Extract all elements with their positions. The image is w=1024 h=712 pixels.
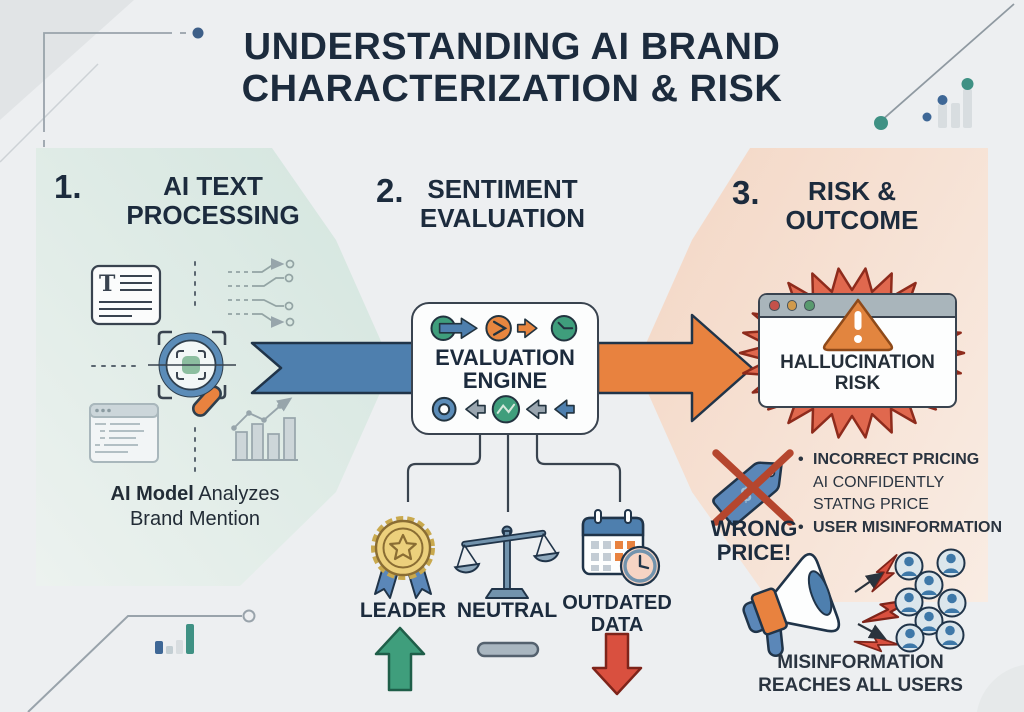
outdated-label-line1: OUTDATED xyxy=(562,592,672,614)
svg-text:T: T xyxy=(99,271,116,297)
section3-title-line2: OUTCOME xyxy=(785,205,919,235)
section1-title: AI TEXT PROCESSING xyxy=(103,172,323,230)
section3-title: RISK & OUTCOME xyxy=(762,177,942,235)
warning-triangle-icon xyxy=(822,298,893,352)
blue-ring-hole xyxy=(438,402,451,415)
bullet-marker: • xyxy=(798,451,804,468)
user-avatar-icon xyxy=(914,570,944,600)
window-dot-green xyxy=(804,300,815,311)
section1-number: 1. xyxy=(54,168,82,205)
risk-bullet-list: • INCORRECT PRICING AI CONFIDENTLY STATN… xyxy=(798,449,1008,539)
title-line1: UNDERSTANDING AI BRAND xyxy=(243,26,781,68)
text-document-icon: T xyxy=(90,264,162,326)
section2-title: SENTIMENT EVALUATION xyxy=(395,175,610,233)
window-dot-yellow xyxy=(786,300,797,311)
engine-icon-row-top xyxy=(430,314,578,342)
neutral-bar-icon xyxy=(476,641,540,658)
neutral-label: NEUTRAL xyxy=(456,599,558,622)
wrong-price-label: WRONG PRICE! xyxy=(690,517,818,565)
spread-arrows xyxy=(854,572,887,640)
user-avatar-icon xyxy=(935,620,965,650)
hallucination-line1: HALLUCINATION xyxy=(780,352,935,373)
growth-minichart-topright xyxy=(922,78,974,128)
chevron-right-icon xyxy=(492,320,508,336)
footer-line1: MISINFORMATION xyxy=(777,652,944,673)
scales-icon xyxy=(453,525,560,599)
dashed-separators xyxy=(91,261,196,473)
engine-connectors xyxy=(406,433,622,512)
price-tag-crossed-icon: $ xyxy=(712,449,794,526)
orange-right-arrow-icon xyxy=(516,318,538,339)
node-dot xyxy=(192,27,204,39)
leader-label: LEADER xyxy=(359,599,447,622)
bullet-sub-line1: AI CONFIDENTLY xyxy=(798,472,1008,495)
medal-icon xyxy=(371,516,435,599)
browser-window-icon xyxy=(89,403,159,463)
corner-triangle-topleft xyxy=(0,0,134,163)
bullet-incorrect-pricing: • INCORRECT PRICING xyxy=(798,449,1008,472)
megaphone-icon xyxy=(742,552,841,658)
gray-left-arrow-icon xyxy=(525,398,547,419)
caption-bold: AI Model xyxy=(110,483,194,505)
user-avatar-icon xyxy=(894,551,924,581)
flow-arrow-blue-icon xyxy=(250,341,415,395)
section1-title-line2: PROCESSING xyxy=(126,200,300,230)
up-arrow-icon xyxy=(374,626,426,692)
bullet-marker xyxy=(798,494,813,517)
orange-node-icon xyxy=(485,314,512,342)
wrong-price-line2: PRICE! xyxy=(716,540,792,565)
engine-label-line1: EVALUATION xyxy=(435,344,575,370)
user-avatar-icon xyxy=(937,588,967,618)
calendar-clock-icon xyxy=(581,509,661,587)
growth-minichart-bottomleft xyxy=(155,624,194,654)
clock-hands-icon xyxy=(557,321,574,330)
section2-title-line1: SENTIMENT xyxy=(427,174,578,204)
blue-left-arrow-icon xyxy=(554,398,575,419)
diagonal-line-topright xyxy=(874,3,1015,130)
evaluation-engine-box: EVALUATION ENGINE xyxy=(411,302,599,435)
outdated-label: OUTDATED DATA xyxy=(555,592,679,636)
page-title: UNDERSTANDING AI BRAND CHARACTERIZATION … xyxy=(0,26,1024,110)
section3-title-line1: RISK & xyxy=(807,176,897,206)
wrong-price-line1: WRONG xyxy=(710,516,798,541)
down-arrow-icon xyxy=(591,632,643,696)
section1-title-line1: AI TEXT xyxy=(163,171,263,201)
title-line2: CHARACTERIZATION & RISK xyxy=(241,68,783,110)
engine-icon-row-bottom xyxy=(431,394,575,423)
users-crowd-icon xyxy=(894,548,967,653)
pulse-line-icon xyxy=(496,403,516,414)
scan-magnifier-icon xyxy=(148,330,236,417)
engine-label-line2: ENGINE xyxy=(462,367,548,393)
circuit-icon xyxy=(228,258,295,328)
bullet-marker xyxy=(798,472,813,495)
corner-shape-bottomright xyxy=(976,664,1024,712)
caption-line2: Brand Mention xyxy=(129,508,261,530)
bullet-sub-line2: STATNG PRICE xyxy=(798,494,1008,517)
hallucination-alert-window: HALLUCINATION RISK xyxy=(758,293,957,408)
engine-label: EVALUATION ENGINE xyxy=(435,346,575,392)
section2-number: 2. xyxy=(376,172,404,209)
user-avatar-icon xyxy=(894,587,924,617)
gray-left-arrow-icon xyxy=(465,398,486,419)
bullet-user-misinformation: • USER MISINFORMATION xyxy=(798,517,1008,540)
window-dot-red xyxy=(769,300,780,311)
caption-regular: Analyzes xyxy=(198,483,280,505)
caption-line1: AI Model Analyzes xyxy=(80,482,310,507)
footer-line2: REACHES ALL USERS xyxy=(758,675,963,696)
hallucination-line2: RISK xyxy=(834,373,881,394)
circuit-line-bottomleft xyxy=(27,609,256,712)
user-avatar-icon xyxy=(936,548,966,578)
section2-title-line2: EVALUATION xyxy=(419,203,586,233)
section3-number: 3. xyxy=(732,174,760,211)
bar-chart-icon xyxy=(231,397,298,461)
bullet-marker: • xyxy=(798,518,804,536)
flow-arrow-orange-icon xyxy=(596,313,754,423)
section1-caption: AI Model Analyzes Brand Mention xyxy=(80,482,310,532)
hallucination-risk-label: HALLUCINATION RISK xyxy=(760,352,955,394)
user-avatar-icon xyxy=(914,606,944,636)
misinformation-caption: MISINFORMATION REACHES ALL USERS xyxy=(733,651,988,697)
blue-right-arrow-icon xyxy=(438,317,478,340)
user-avatar-icon xyxy=(895,623,925,653)
outdated-label-line2: DATA xyxy=(590,614,644,636)
